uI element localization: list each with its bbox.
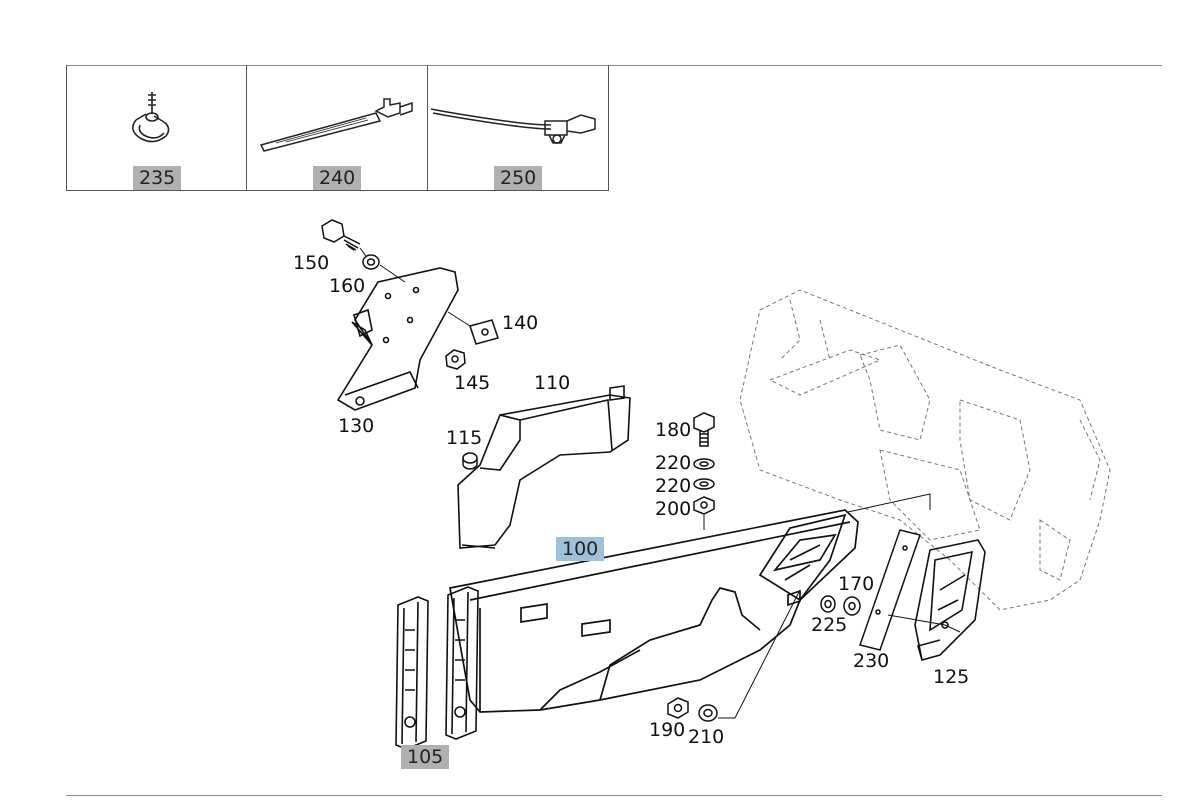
callout-220[interactable]: 220 bbox=[655, 475, 692, 497]
rubber-damper-170 bbox=[843, 596, 861, 616]
callout-225[interactable]: 225 bbox=[811, 614, 848, 636]
callout-140[interactable]: 140 bbox=[502, 312, 539, 334]
thumbnail-label: 235 bbox=[133, 166, 182, 190]
callout-230[interactable]: 230 bbox=[853, 650, 890, 672]
divider bbox=[608, 65, 609, 190]
thumbnail-part-250[interactable]: 250 bbox=[427, 65, 608, 190]
callout-115[interactable]: 115 bbox=[446, 427, 483, 449]
leader-line bbox=[718, 589, 801, 719]
leader-line bbox=[847, 493, 931, 513]
bracket-130 bbox=[336, 267, 459, 411]
washer-210 bbox=[698, 704, 718, 722]
thumbnail-part-240[interactable]: 240 bbox=[246, 65, 427, 190]
cable-tie-icon bbox=[259, 98, 413, 152]
grommet-115 bbox=[462, 452, 478, 470]
leader-line bbox=[379, 264, 406, 283]
thumbnail-label: 250 bbox=[494, 166, 543, 190]
accessory-thumbnail-strip: 235 240 250 bbox=[66, 65, 609, 191]
callout-190[interactable]: 190 bbox=[649, 719, 686, 741]
callout-110[interactable]: 110 bbox=[534, 372, 571, 394]
divider bbox=[246, 65, 247, 190]
callout-220[interactable]: 220 bbox=[655, 452, 692, 474]
bottom-rule bbox=[66, 795, 1162, 796]
nut-200 bbox=[693, 496, 715, 515]
washer-160 bbox=[362, 254, 380, 270]
divider bbox=[66, 65, 67, 190]
washer-220 bbox=[693, 458, 715, 490]
washer-225 bbox=[820, 595, 836, 613]
top-rule bbox=[66, 65, 1162, 66]
radiator-frame-100 bbox=[449, 509, 859, 713]
thumbnail-label: 240 bbox=[313, 166, 362, 190]
nut-145 bbox=[445, 349, 466, 370]
nut-190 bbox=[667, 697, 689, 719]
callout-105-highlighted[interactable]: 105 bbox=[401, 745, 450, 769]
leader-line bbox=[447, 311, 471, 327]
callout-150[interactable]: 150 bbox=[293, 252, 330, 274]
bracket-125 bbox=[914, 539, 986, 662]
divider bbox=[427, 65, 428, 190]
leader-line bbox=[887, 614, 961, 633]
body-structure-outline bbox=[739, 289, 1111, 611]
callout-200[interactable]: 200 bbox=[655, 498, 692, 520]
cable-tie-clip-icon bbox=[430, 108, 596, 144]
bolt-180 bbox=[693, 412, 715, 447]
callout-125[interactable]: 125 bbox=[933, 666, 970, 688]
callout-100-highlighted[interactable]: 100 bbox=[556, 537, 605, 561]
side-member-105 bbox=[395, 586, 479, 750]
thumbnail-part-235[interactable]: 235 bbox=[66, 65, 246, 190]
plate-230 bbox=[859, 529, 921, 651]
hose-clamp-icon bbox=[132, 92, 170, 143]
leader-line bbox=[359, 247, 367, 257]
callout-160[interactable]: 160 bbox=[329, 275, 366, 297]
callout-145[interactable]: 145 bbox=[454, 372, 491, 394]
air-duct-110 bbox=[457, 385, 631, 549]
clip-nut-140 bbox=[469, 319, 499, 345]
callout-210[interactable]: 210 bbox=[688, 726, 725, 748]
callout-170[interactable]: 170 bbox=[838, 573, 875, 595]
callout-130[interactable]: 130 bbox=[338, 415, 375, 437]
callout-180[interactable]: 180 bbox=[655, 419, 692, 441]
screw-150 bbox=[321, 219, 361, 251]
